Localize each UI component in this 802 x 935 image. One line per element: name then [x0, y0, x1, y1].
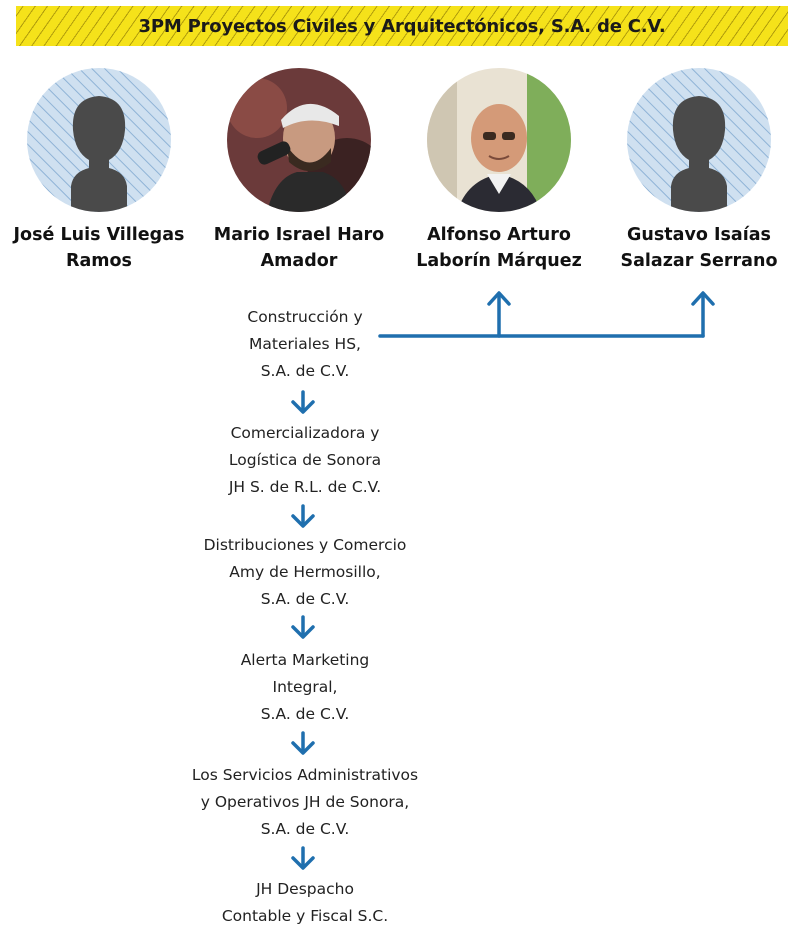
company-name-line: JH S. de R.L. de C.V. [228, 478, 382, 496]
person-name: Gustavo Isaías Salazar Serrano [604, 222, 794, 274]
person-name: Alfonso Arturo Laborín Márquez [404, 222, 594, 274]
company-name-line: S.A. de C.V. [260, 820, 350, 838]
person-name-line: Amador [260, 251, 338, 271]
company-name-line: Logística de Sonora [228, 451, 382, 469]
person-name-line: Alfonso Arturo [427, 225, 571, 245]
person-name-line: Gustavo Isaías [627, 225, 771, 245]
person-name-line: Mario Israel Haro [213, 225, 385, 245]
person-name-line: José Luis Villegas [13, 225, 185, 245]
company-servicios-administrativos: Los Servicios Administrativos y Operativ… [160, 762, 450, 843]
arrow-down-1-icon [291, 400, 315, 414]
company-name-line: Comercializadora y [230, 424, 380, 442]
arrow-down-4-icon [291, 741, 315, 755]
company-name-line: Construcción y [247, 308, 363, 326]
company-name-line: y Operativos JH de Sonora, [200, 793, 410, 811]
arrow-down-3-icon [291, 625, 315, 639]
company-jh-despacho: JH Despacho Contable y Fiscal S.C. [160, 876, 450, 930]
person-villegas: José Luis Villegas Ramos [4, 68, 194, 274]
company-name-line: Distribuciones y Comercio [203, 536, 407, 554]
person-name: Mario Israel Haro Amador [204, 222, 394, 274]
company-comercializadora-logistica: Comercializadora y Logística de Sonora J… [160, 420, 450, 501]
company-construccion-materiales: Construcción y Materiales HS, S.A. de C.… [160, 304, 450, 385]
person-name-line: Ramos [66, 251, 132, 271]
company-name-line: Materiales HS, [249, 335, 361, 353]
company-alerta-marketing: Alerta Marketing Integral, S.A. de C.V. [160, 647, 450, 728]
person-name: José Luis Villegas Ramos [4, 222, 194, 274]
arrow-up-salazar-icon [691, 291, 715, 306]
company-name-line: S.A. de C.V. [260, 362, 350, 380]
company-name-line: Los Servicios Administrativos [191, 766, 419, 784]
company-name-line: S.A. de C.V. [260, 590, 350, 608]
company-name-line: S.A. de C.V. [260, 705, 350, 723]
person-salazar: Gustavo Isaías Salazar Serrano [604, 68, 794, 274]
arrow-down-2-icon [291, 514, 315, 528]
company-name-line: Integral, [272, 678, 338, 696]
company-name-line: Amy de Hermosillo, [229, 563, 381, 581]
person-haro: Mario Israel Haro Amador [204, 68, 394, 274]
company-name-line: JH Despacho [256, 880, 354, 898]
company-name-line: Alerta Marketing [240, 651, 370, 669]
person-name-line: Laborín Márquez [416, 251, 582, 271]
arrow-down-5-icon [291, 856, 315, 870]
diagram-title: 3PM Proyectos Civiles y Arquitectónicos,… [138, 15, 666, 37]
silhouette-avatar [627, 68, 771, 212]
company-distribuciones-comercio: Distribuciones y Comercio Amy de Hermosi… [160, 532, 450, 613]
silhouette-avatar [27, 68, 171, 212]
person-name-line: Salazar Serrano [620, 251, 778, 271]
arrow-up-laborin-icon [487, 291, 511, 306]
company-name-line: Contable y Fiscal S.C. [221, 907, 389, 925]
title-banner: 3PM Proyectos Civiles y Arquitectónicos,… [16, 6, 788, 46]
person-laborin: Alfonso Arturo Laborín Márquez [404, 68, 594, 274]
